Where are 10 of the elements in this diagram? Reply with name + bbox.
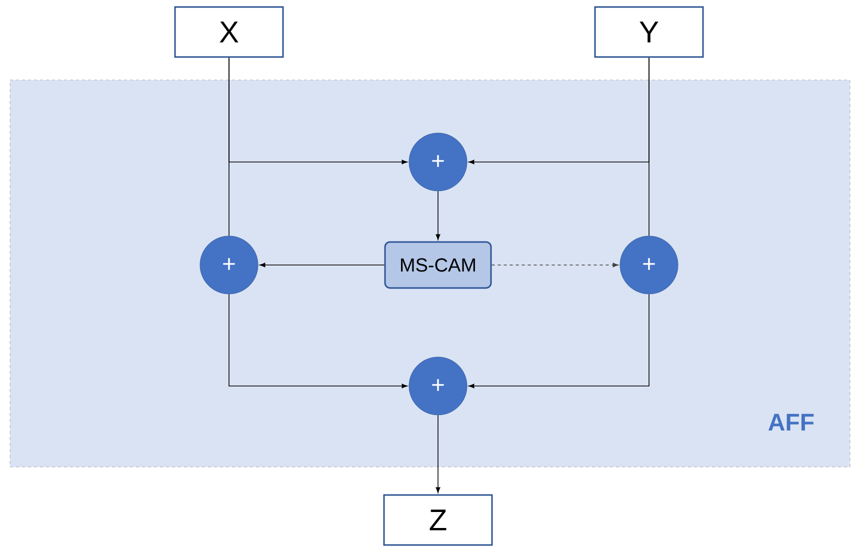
input-box: Z (383, 494, 493, 546)
arrow (491, 262, 618, 268)
arrow (228, 294, 408, 388)
input-box: X (174, 6, 284, 58)
arrow (260, 262, 385, 268)
process-box: MS-CAM (384, 241, 492, 289)
arrow (436, 414, 440, 493)
arrow (436, 190, 440, 240)
arrow (468, 294, 650, 388)
input-box: Y (594, 6, 704, 58)
